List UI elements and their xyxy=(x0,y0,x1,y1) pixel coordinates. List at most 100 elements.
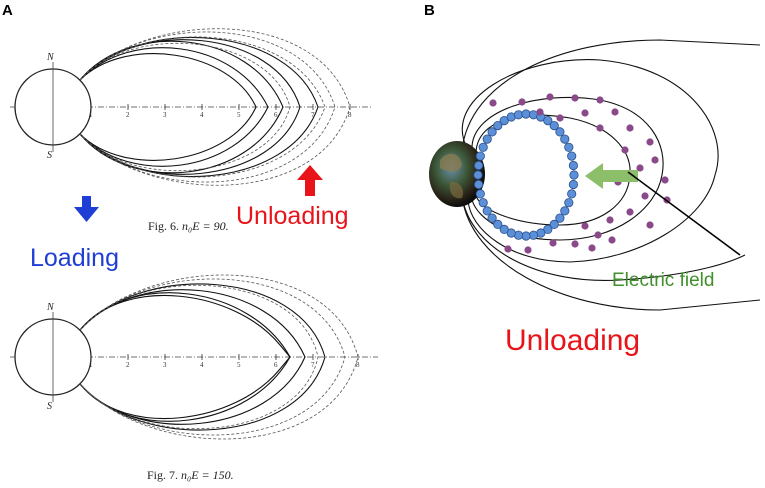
particle-dot xyxy=(556,114,564,122)
fig6-solid-boundaries xyxy=(79,37,319,177)
unloading-arrow-icon xyxy=(297,165,323,196)
particle-dot xyxy=(596,96,604,104)
fig7-tick-label: 8 xyxy=(356,361,360,369)
plasma-dot xyxy=(568,179,579,190)
plasma-dot xyxy=(560,206,570,216)
particle-dot xyxy=(626,124,634,132)
fig6-tick-label: 6 xyxy=(274,111,278,119)
panel-b-label: B xyxy=(424,2,435,19)
plasma-dot xyxy=(521,231,531,241)
plasma-dot xyxy=(475,151,485,161)
fig7-caption: Fig. 7. n₀E = 150. xyxy=(147,468,234,483)
particle-dot xyxy=(546,93,554,101)
fig7-caption-expression: n₀E = 150. xyxy=(181,468,234,482)
fig6-field-diagram xyxy=(10,28,372,186)
outer-particle-dots xyxy=(489,93,671,254)
fig7-tick-label: 1 xyxy=(89,361,93,369)
particle-dot xyxy=(571,240,579,248)
fig6-caption-expression: n₀E = 90. xyxy=(182,219,229,233)
fig7-tick-label: 5 xyxy=(237,361,241,369)
plasma-dot xyxy=(549,121,559,131)
plasma-dot xyxy=(478,198,488,208)
fig6-tick-label: 7 xyxy=(311,111,315,119)
plasma-dot xyxy=(487,127,497,137)
particle-dot xyxy=(621,146,629,154)
particle-dot xyxy=(536,108,544,116)
plasma-dot xyxy=(528,230,539,240)
plasma-dot xyxy=(475,189,485,199)
plasma-dot xyxy=(482,206,492,216)
fig7-caption-prefix: Fig. 7. xyxy=(147,468,179,482)
fig6-caption: Fig. 6. n₀E = 90. xyxy=(148,219,229,234)
plasma-dot xyxy=(473,160,484,171)
electric-field-arrow-icon xyxy=(585,163,638,189)
plasma-dot xyxy=(569,170,579,180)
fig7-tick-label: 4 xyxy=(200,361,204,369)
particle-dot xyxy=(571,94,579,102)
particle-dot xyxy=(594,231,602,239)
particle-dot xyxy=(518,98,526,106)
fig7-tick-label: 6 xyxy=(274,361,278,369)
particle-dot xyxy=(489,99,497,107)
fig6-tick-label: 2 xyxy=(126,111,130,119)
fig6-tick-label: 5 xyxy=(237,111,241,119)
fig7-tick-label: 7 xyxy=(311,361,315,369)
plasma-dot xyxy=(543,116,553,126)
plasma-dot xyxy=(549,219,559,229)
plasma-dot xyxy=(560,134,570,144)
particle-dot xyxy=(606,216,614,224)
plasma-dot xyxy=(567,151,577,161)
plasma-dot xyxy=(473,170,483,180)
particle-dot xyxy=(549,239,557,247)
plasma-dot xyxy=(487,213,497,223)
particle-dot xyxy=(596,124,604,132)
particle-dot xyxy=(581,109,589,117)
fig7-south-label: S xyxy=(47,401,52,412)
fig7-north-label: N xyxy=(47,302,54,313)
unloading-label-a: Unloading xyxy=(236,202,349,230)
particle-dot xyxy=(646,138,654,146)
particle-dot xyxy=(641,192,649,200)
panel-a-label: A xyxy=(2,2,13,19)
magnetosphere-diagram xyxy=(429,39,761,311)
plasma-dot xyxy=(493,121,503,131)
electric-field-label: Electric field xyxy=(612,270,715,291)
particle-dot xyxy=(651,156,659,164)
plasma-dot xyxy=(555,127,565,137)
fig6-tick-label: 4 xyxy=(200,111,204,119)
fig7-field-diagram xyxy=(10,274,378,440)
particle-dot xyxy=(661,176,669,184)
fig6-south-label: S xyxy=(47,150,52,161)
fig7-tick-label: 2 xyxy=(126,361,130,369)
particle-dot xyxy=(504,245,512,253)
electric-field-pointer-line xyxy=(627,171,741,256)
fig7-solid-boundaries xyxy=(79,283,326,431)
particle-dot xyxy=(588,244,596,252)
loading-label: Loading xyxy=(30,244,119,272)
particle-dot xyxy=(626,208,634,216)
fig6-tick-label: 8 xyxy=(348,111,352,119)
plasmasphere-dot-ring xyxy=(473,109,579,241)
plasma-dot xyxy=(564,142,574,152)
plasma-dot xyxy=(478,142,488,152)
particle-dot xyxy=(611,108,619,116)
plasma-dot xyxy=(493,219,503,229)
plasma-dot xyxy=(567,189,577,199)
loading-arrow-icon xyxy=(74,196,99,222)
fig7-tick-label: 3 xyxy=(163,361,167,369)
fig6-caption-prefix: Fig. 6. xyxy=(148,219,180,233)
plasma-dot xyxy=(521,109,531,119)
plasma-dot xyxy=(568,160,579,171)
particle-dot xyxy=(581,222,589,230)
fig6-north-label: N xyxy=(47,52,54,63)
particle-dot xyxy=(524,246,532,254)
unloading-label-b: Unloading xyxy=(505,324,641,357)
plasma-dot xyxy=(555,213,565,223)
particle-dot xyxy=(636,164,644,172)
plasma-dot xyxy=(499,224,509,234)
particle-dot xyxy=(608,236,616,244)
plasma-dot xyxy=(482,134,492,144)
fig6-tick-label: 3 xyxy=(163,111,167,119)
plasma-dot xyxy=(564,198,574,208)
